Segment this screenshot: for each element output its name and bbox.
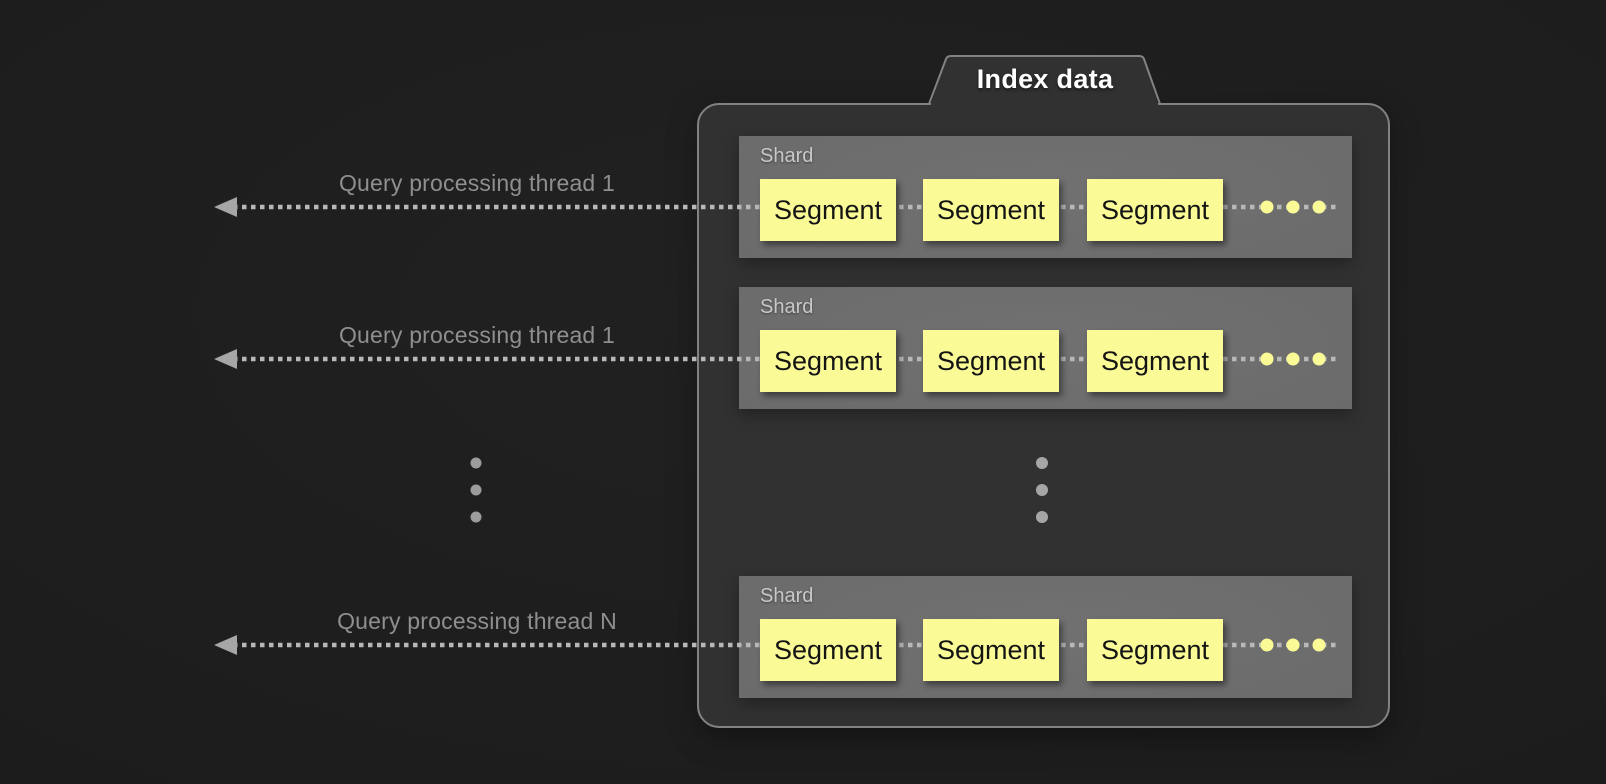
ellipsis-dot: [470, 457, 482, 469]
query-thread-label-3: Query processing thread N: [337, 608, 617, 634]
segment-box: Segment: [760, 619, 896, 681]
arrow-left-icon: [214, 635, 237, 655]
query-thread-label-1: Query processing thread 1: [338, 170, 616, 196]
ellipsis-dot: [470, 511, 482, 523]
arrow-left-icon: [214, 197, 237, 217]
ellipsis-dot: [470, 484, 482, 496]
index-data-panel: Shard Segment Segment Segment Shard Segm…: [697, 103, 1390, 728]
segment-box: Segment: [923, 619, 1059, 681]
segment-box: Segment: [760, 330, 896, 392]
segment-box: Segment: [1087, 330, 1223, 392]
segment-box: Segment: [1087, 619, 1223, 681]
tab-title: Index data: [976, 63, 1114, 94]
arrow-left-icon: [214, 349, 237, 369]
shard-label: Shard: [760, 145, 814, 167]
vertical-ellipsis-icon: [470, 457, 482, 523]
shard-label: Shard: [760, 585, 814, 607]
shard-box-2: Shard Segment Segment Segment: [739, 287, 1352, 409]
shard-box-3: Shard Segment Segment Segment: [739, 576, 1352, 698]
segment-box: Segment: [923, 179, 1059, 241]
segment-box: Segment: [923, 330, 1059, 392]
query-thread-label-2: Query processing thread 1: [338, 322, 616, 348]
segment-box: Segment: [1087, 179, 1223, 241]
shard-box-1: Shard Segment Segment Segment: [739, 136, 1352, 258]
shard-label: Shard: [760, 296, 814, 318]
segment-box: Segment: [760, 179, 896, 241]
